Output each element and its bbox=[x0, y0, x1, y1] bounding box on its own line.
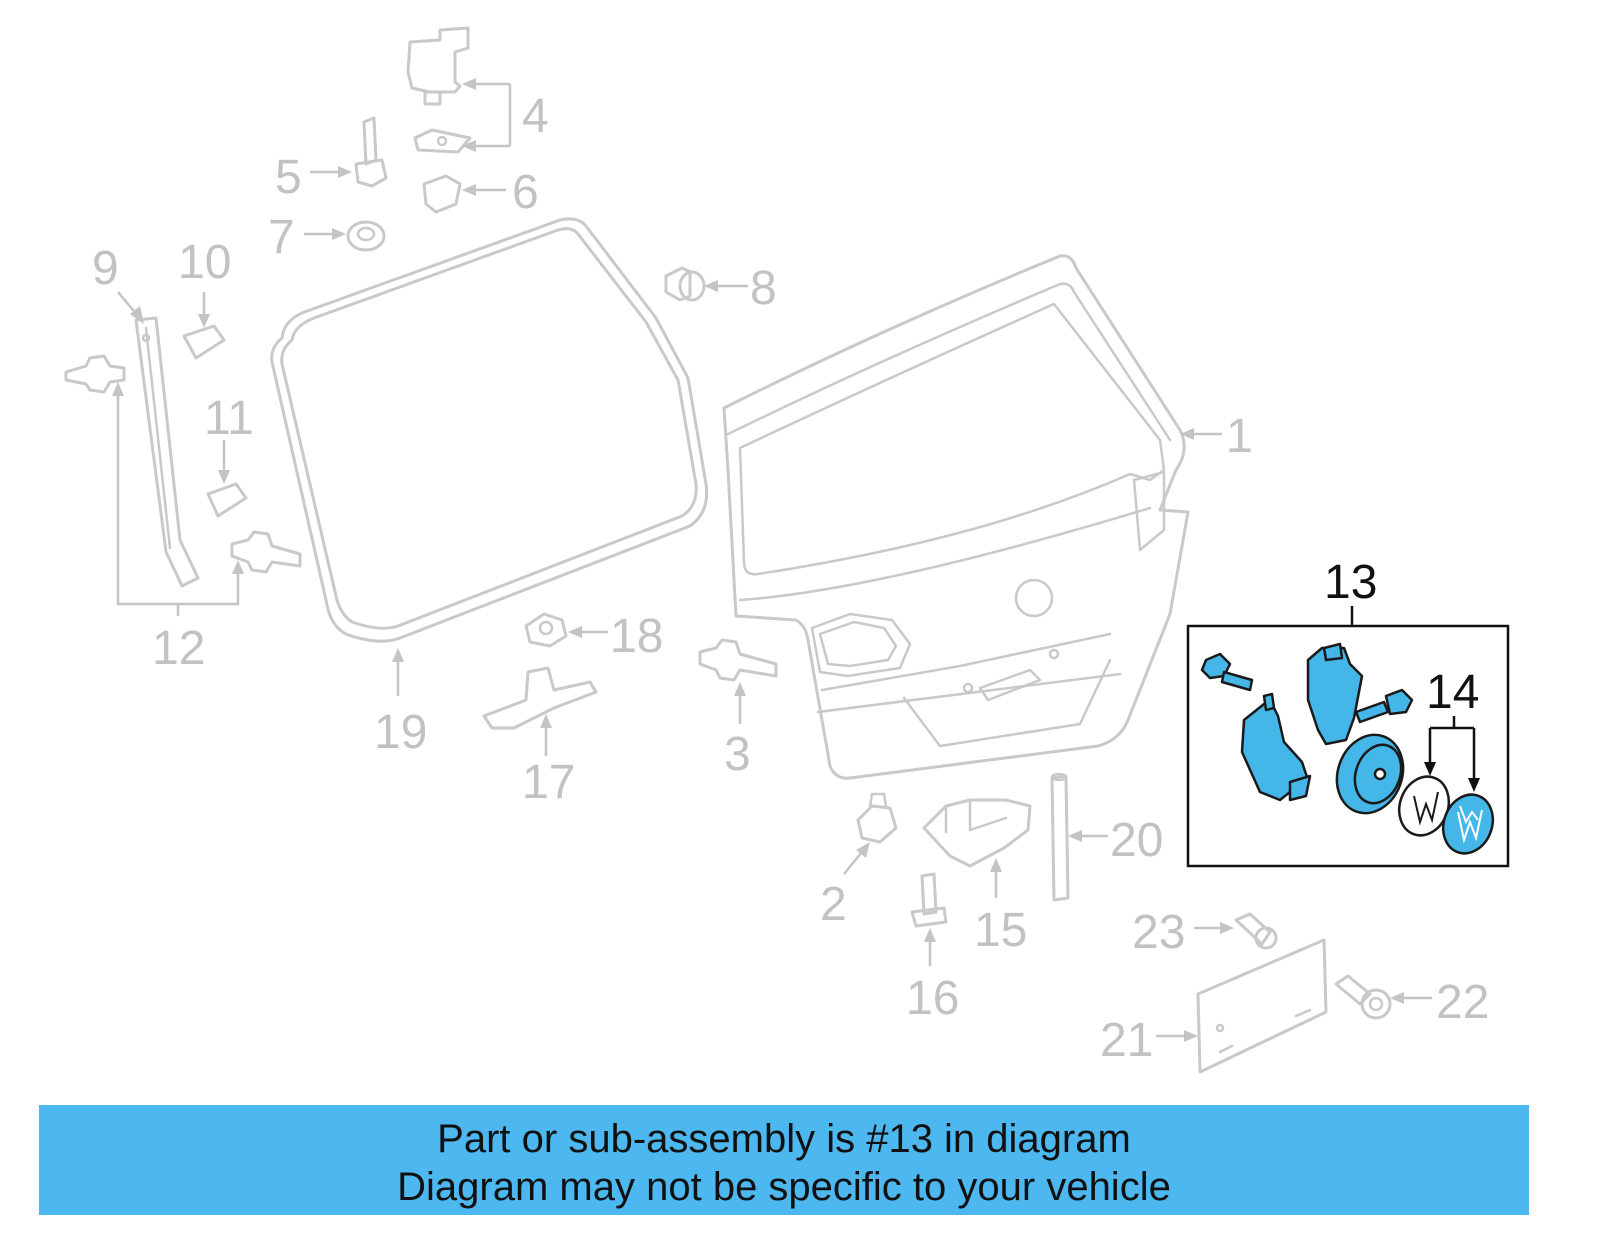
info-banner: Part or sub-assembly is #13 in diagram D… bbox=[39, 1105, 1529, 1215]
callout-6-arrow bbox=[462, 184, 506, 196]
callout-22: 22 bbox=[1436, 976, 1489, 1029]
callout-4: 4 bbox=[522, 90, 549, 143]
callout-16: 16 bbox=[906, 972, 959, 1025]
part-19-seal bbox=[270, 217, 709, 643]
part-4-bracket bbox=[406, 26, 472, 154]
part-23-screw bbox=[1234, 912, 1278, 950]
part-9-strut bbox=[134, 316, 200, 588]
callout-2-arrow bbox=[843, 842, 870, 875]
callout-1: 1 bbox=[1226, 410, 1253, 463]
callout-4-arrows bbox=[462, 78, 512, 152]
callout-23: 23 bbox=[1132, 906, 1185, 959]
callout-7-arrow bbox=[304, 228, 346, 240]
part-12-ballstud-upper bbox=[64, 354, 126, 394]
part-5-bolt bbox=[354, 116, 388, 188]
part-15-bracket bbox=[922, 798, 1032, 868]
callout-3: 3 bbox=[724, 728, 751, 781]
callout-22-arrow bbox=[1390, 992, 1432, 1004]
part-8-bumper bbox=[664, 266, 706, 302]
assembly-13-bolt-left bbox=[1200, 652, 1254, 692]
callout-10: 10 bbox=[178, 236, 231, 289]
part-10-clip bbox=[182, 324, 226, 360]
banner-line-1: Part or sub-assembly is #13 in diagram bbox=[437, 1117, 1131, 1161]
part-17-bracket bbox=[482, 666, 598, 730]
callout-11: 11 bbox=[204, 392, 254, 445]
part-22-bolt bbox=[1334, 974, 1392, 1020]
callout-17: 17 bbox=[522, 756, 575, 809]
callout-13: 13 bbox=[1324, 556, 1377, 609]
assembly-13-motor bbox=[1240, 692, 1312, 802]
callout-8: 8 bbox=[750, 262, 777, 315]
assembly-13-bolt-right bbox=[1354, 688, 1414, 724]
part-2-nut bbox=[856, 792, 898, 844]
part-6-clip bbox=[422, 174, 462, 214]
part-16-bolt bbox=[910, 872, 948, 928]
callout-7: 7 bbox=[268, 211, 295, 264]
part-18-nut bbox=[524, 612, 568, 648]
part-3-ballstud bbox=[698, 638, 778, 682]
callout-23-arrow bbox=[1194, 922, 1234, 934]
callout-10-arrow bbox=[198, 292, 210, 328]
banner-line-2: Diagram may not be specific to your vehi… bbox=[397, 1165, 1171, 1209]
assembly-13-box bbox=[1186, 624, 1510, 868]
callout-3-arrow bbox=[734, 682, 746, 724]
callout-18: 18 bbox=[610, 610, 663, 663]
part-20-rod bbox=[1050, 772, 1070, 902]
callout-2: 2 bbox=[820, 878, 847, 931]
emblem-blue-icon bbox=[1441, 793, 1495, 855]
callout-21-arrow bbox=[1156, 1030, 1198, 1042]
part-21-panel bbox=[1196, 938, 1328, 1074]
part-1-liftgate bbox=[722, 254, 1190, 780]
callout-9-arrow bbox=[117, 291, 144, 324]
callout-20-arrow bbox=[1068, 830, 1108, 842]
part-7-grommet bbox=[346, 220, 386, 252]
callout-20: 20 bbox=[1110, 814, 1163, 867]
callout-14: 14 bbox=[1426, 666, 1479, 719]
callout-21: 21 bbox=[1100, 1014, 1153, 1067]
assembly-13-disc bbox=[1335, 733, 1405, 815]
callout-1-arrow bbox=[1180, 428, 1222, 440]
callout-16-arrow bbox=[924, 928, 936, 966]
callout-6: 6 bbox=[512, 166, 539, 219]
assembly-13-latch bbox=[1306, 642, 1364, 746]
callout-5: 5 bbox=[275, 151, 302, 204]
callout-19: 19 bbox=[374, 706, 427, 759]
callout-18-arrow bbox=[568, 626, 608, 638]
part-12-ballstud-lower bbox=[230, 530, 302, 574]
callout-12: 12 bbox=[152, 622, 205, 675]
callout-9: 9 bbox=[92, 242, 119, 295]
callout-12-arrows bbox=[112, 382, 244, 616]
part-11-clip bbox=[206, 482, 248, 518]
callout-11-arrow bbox=[218, 440, 230, 484]
callout-5-arrow bbox=[310, 166, 352, 178]
callout-19-arrow bbox=[392, 648, 404, 696]
callout-17-arrow bbox=[540, 714, 552, 756]
callout-15: 15 bbox=[974, 904, 1027, 957]
callout-8-arrow bbox=[704, 280, 748, 292]
callout-15-arrow bbox=[990, 858, 1002, 898]
callout-14-arrows bbox=[1424, 716, 1480, 792]
